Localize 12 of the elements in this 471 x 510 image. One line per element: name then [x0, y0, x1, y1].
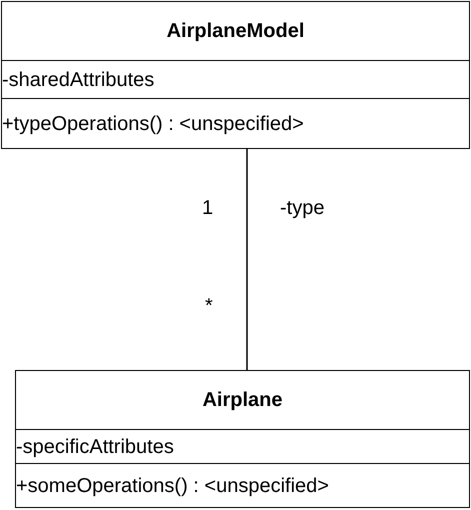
attribute: -sharedAttributes: [2, 70, 154, 90]
operation: +typeOperations() : <unspecified>: [2, 114, 304, 134]
attribute: -specificAttributes: [16, 436, 174, 456]
operation: +someOperations() : <unspecified>: [16, 476, 329, 496]
class-box: [15, 370, 470, 508]
class-name: Airplane: [202, 390, 283, 410]
role-name: -type: [280, 198, 324, 218]
multiplicity: 1: [202, 198, 214, 218]
association-line: [246, 147, 248, 370]
class-name: AirplaneModel: [166, 21, 304, 41]
class-box: [1, 1, 470, 149]
multiplicity: *: [205, 296, 213, 316]
